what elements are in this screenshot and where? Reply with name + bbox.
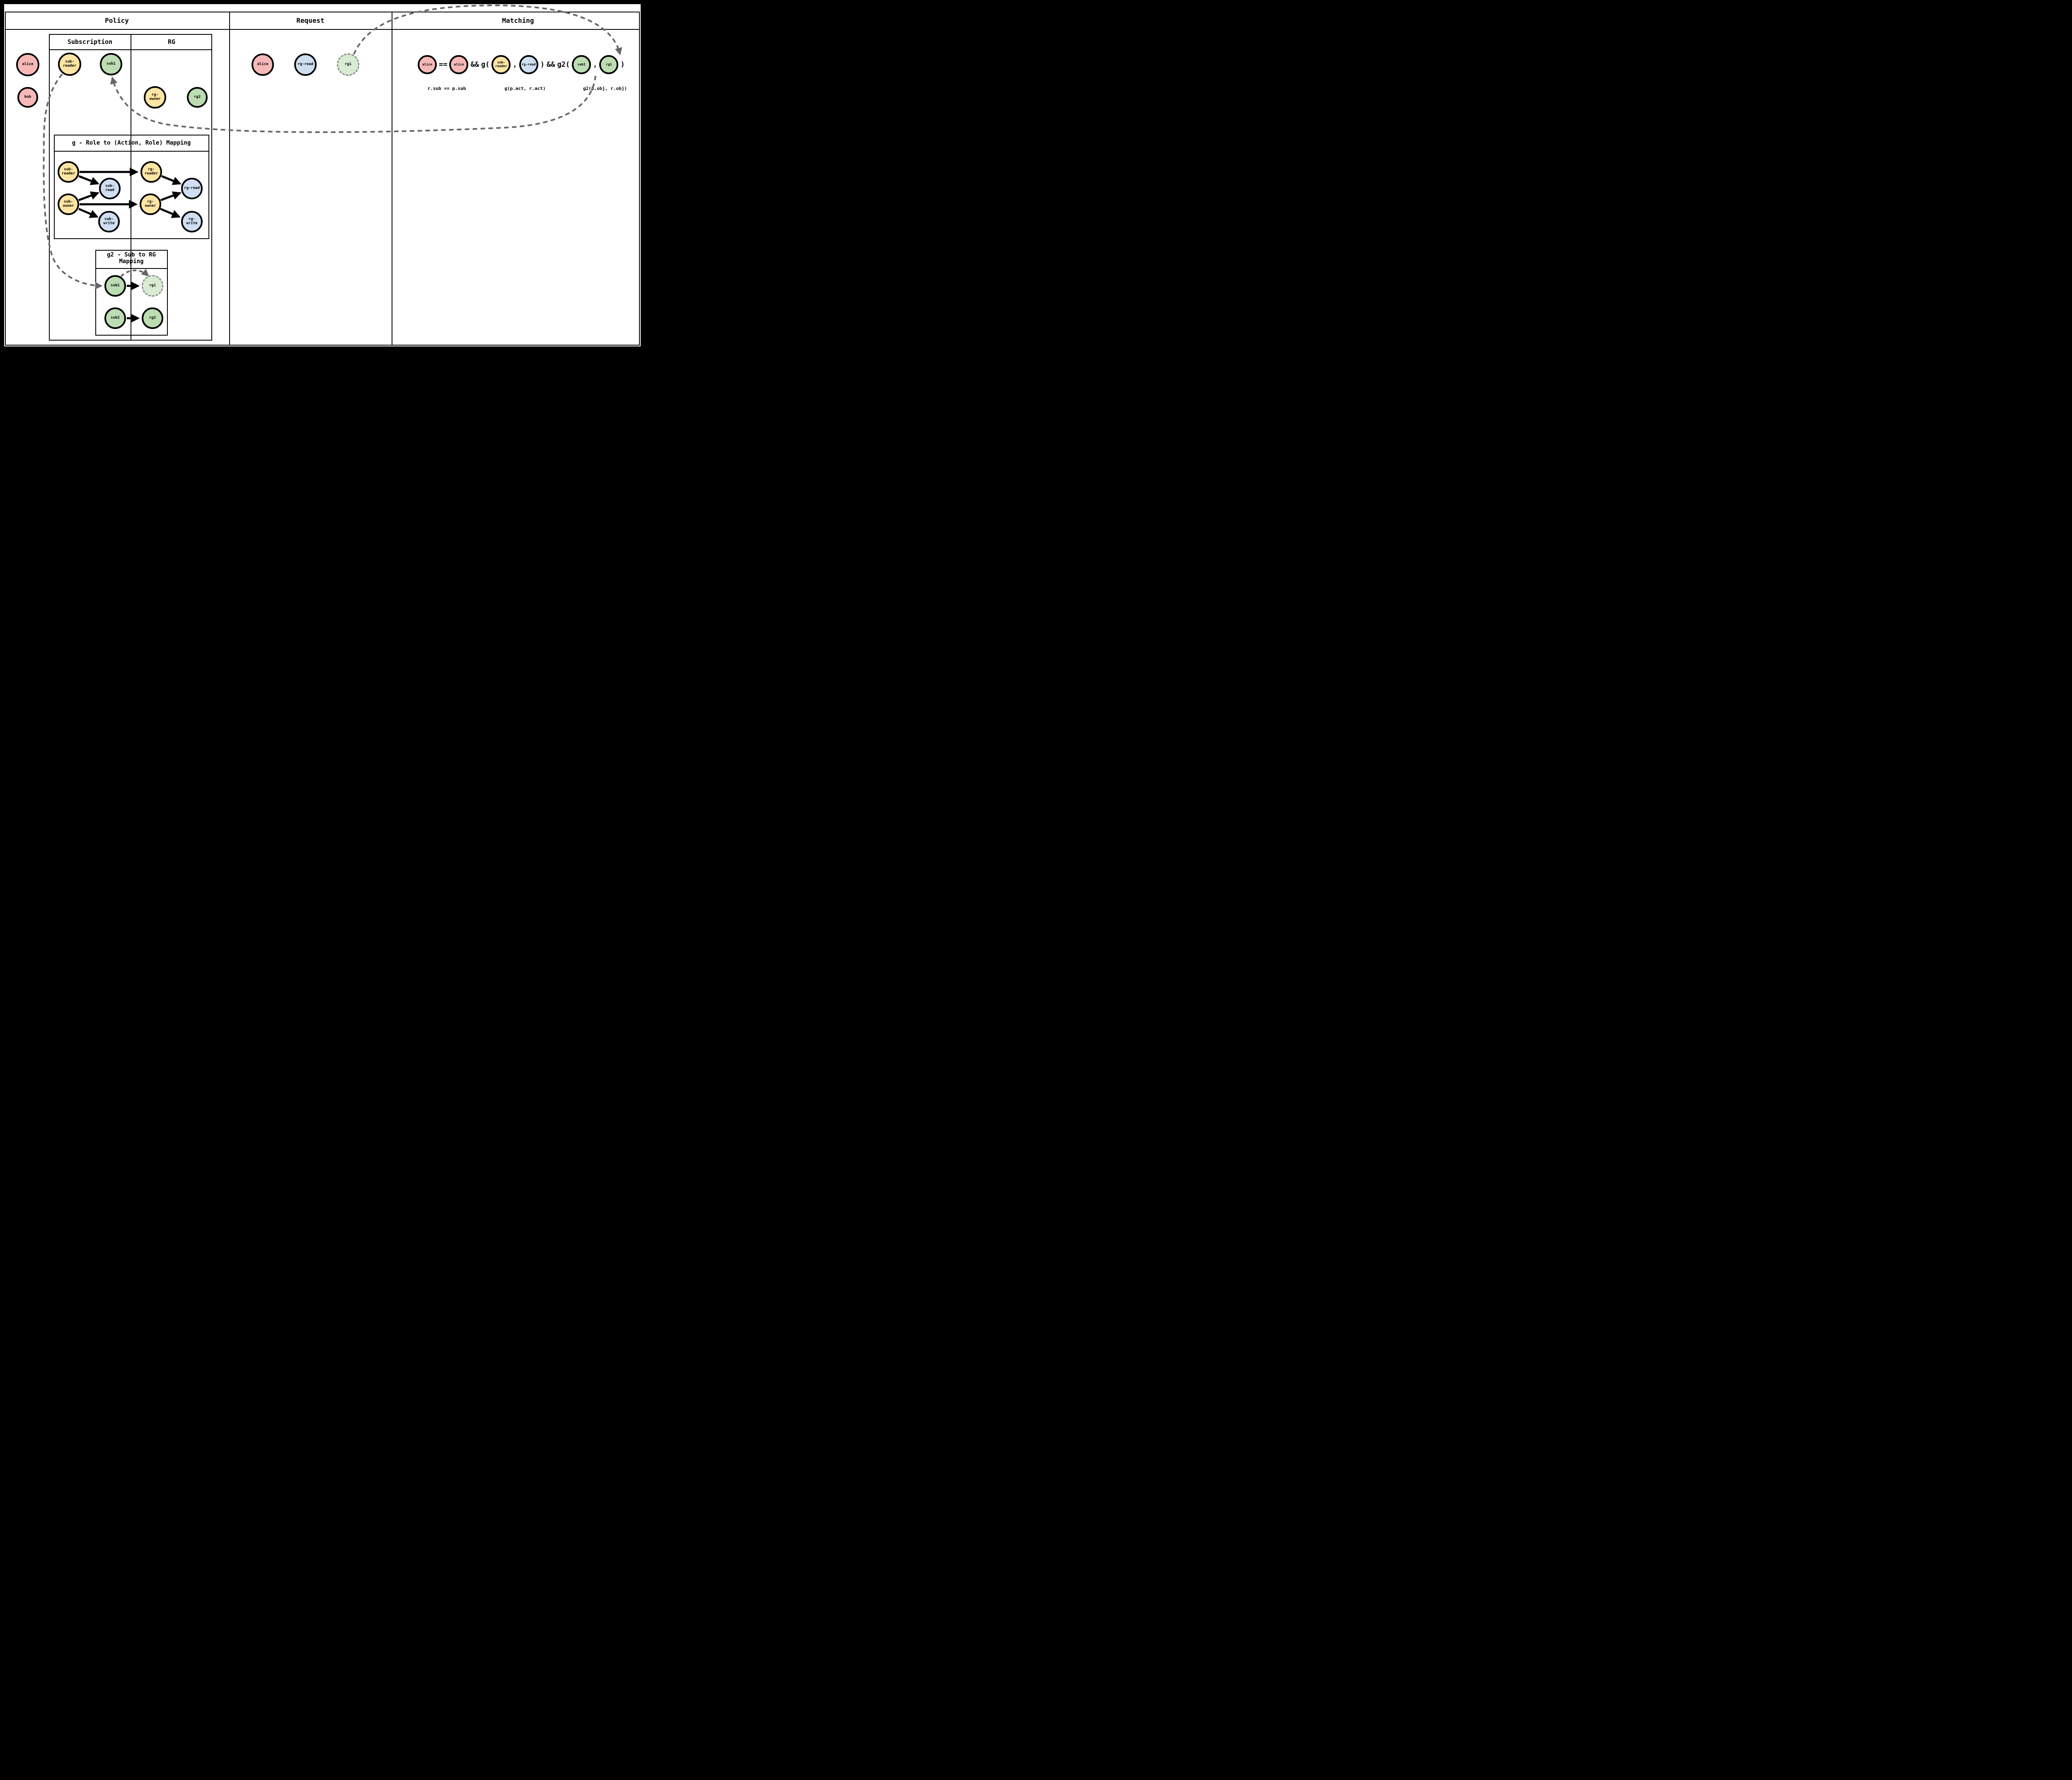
matching-node-alice-p: alice [449,55,469,74]
and-operator-1: && [470,60,479,69]
g2-node-rg1: rg1 [142,275,163,297]
equals-operator: == [439,60,448,69]
g-function-close: ) [540,60,545,69]
g-box-title: g - Role to (Action, Role) Mapping [72,140,191,146]
header-divider [5,29,640,30]
matching-expression: alice == alice && g( sub-reader , rg-rea… [418,55,625,74]
policy-node-sub1: sub1 [100,53,122,75]
comma-2: , [593,60,598,69]
request-node-rg-read: rg-read [294,53,317,76]
g2-node-rg2: rg2 [142,307,163,329]
matching-node-alice-r: alice [418,55,437,74]
matching-node-sub-reader: sub-reader [491,55,511,74]
caption-act-match: g(p.act, r.act) [504,86,546,91]
g-node-sub-reader: sub-reader [58,161,79,183]
policy-node-rg-owner: rg-owner [144,86,166,109]
g-node-rg-write: rg-write [181,211,203,232]
g2-node-sub2: sub2 [104,307,126,329]
policy-node-alice: alice [16,53,39,76]
g-node-rg-reader: rg-reader [140,161,162,183]
g2-box-title-divider [95,268,168,269]
g-node-rg-read: rg-read [181,178,203,199]
caption-sub-match: r.sub == p.sub [427,86,466,91]
policy-node-sub-reader: sub-reader [58,53,81,76]
and-operator-2: && [546,60,555,69]
g-function-open: g( [481,60,490,69]
request-node-rg1: rg1 [337,53,359,76]
g-node-sub-write: sub-write [98,211,120,232]
g-node-sub-read: sub-read [99,178,121,199]
g2-function-open: g2( [557,60,570,69]
policy-column-title: Policy [105,17,129,24]
policy-request-divider [229,12,230,346]
policy-node-rg2: rg2 [187,87,208,108]
subscription-header: Subscription [67,38,113,46]
g2-function-close: ) [620,60,625,69]
table-right-border [639,12,640,346]
request-column-title: Request [296,17,324,24]
table-bottom-border [5,345,640,346]
g2-mapping-box [95,250,168,336]
matching-node-rg1: rg1 [599,55,619,74]
g-node-rg-owner: rg-owner [140,193,161,215]
g2-node-sub1: sub1 [104,275,126,297]
g-box-title-divider [54,151,209,152]
g-node-sub-owner: sub-owner [58,193,79,215]
matching-node-rg-read: rg-read [519,55,538,74]
comma-1: , [513,60,517,69]
diagram-canvas: Policy Request Matching Subscription RG … [0,0,645,351]
table-left-border [5,12,6,346]
rg-header: RG [167,38,176,46]
policy-node-bob: bob [17,87,38,108]
caption-obj-match: g2(p.obj, r.obj) [583,86,627,91]
g2-box-title: g2 - Sub to RG Mapping [107,252,156,265]
matching-column-title: Matching [502,17,534,24]
request-node-alice: alice [252,53,274,76]
matching-node-sub1: sub1 [572,55,591,74]
